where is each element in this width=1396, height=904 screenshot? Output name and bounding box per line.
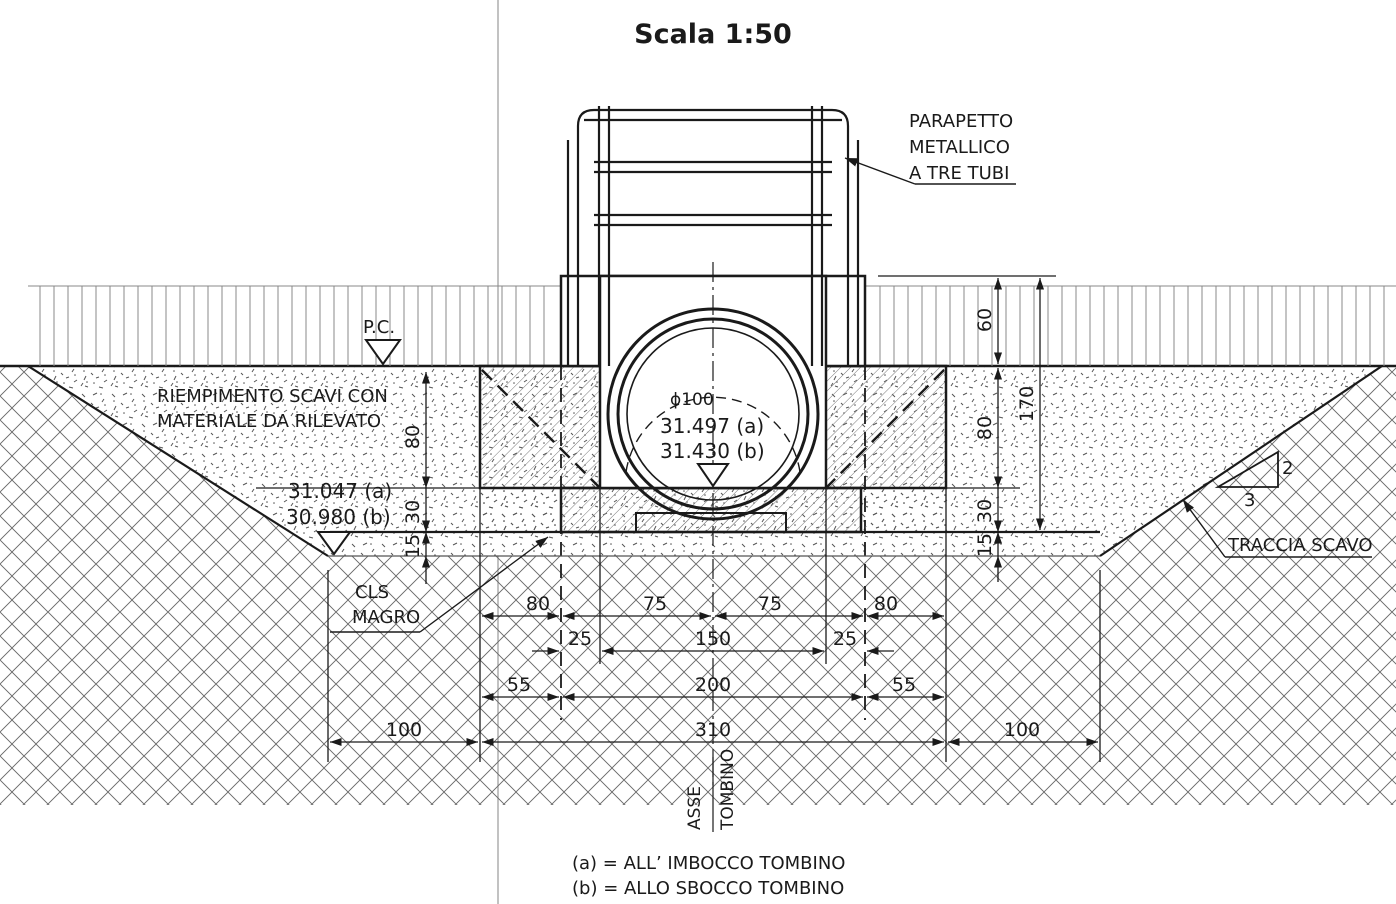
dim-row3-c: 55 <box>892 674 916 696</box>
slope-vertical: 2 <box>1282 458 1293 479</box>
dim-left-80: 80 <box>402 425 424 449</box>
dim-row2-b: 150 <box>695 628 731 650</box>
dim-right-15: 15 <box>974 533 996 557</box>
legend-b: (b) = ALLO SBOCCO TOMBINO <box>572 878 844 899</box>
dim-row4-a: 100 <box>386 719 422 741</box>
dim-right-60: 60 <box>974 308 996 332</box>
dim-row3-b: 200 <box>695 674 731 696</box>
dim-left-15: 15 <box>402 534 424 558</box>
culvert-pipe <box>606 262 820 790</box>
dim-total-170: 170 <box>1016 386 1038 422</box>
axis-label-1: ASSE <box>685 786 705 830</box>
dim-right-80: 80 <box>974 416 996 440</box>
dim-right-30: 30 <box>974 499 996 523</box>
slope-indicator <box>1214 450 1279 488</box>
base-level-b: 30.980 (b) <box>286 505 391 529</box>
dim-row1-b: 75 <box>643 593 667 615</box>
left-vertical-dimensions <box>256 372 480 584</box>
legend: (a) = ALL’ IMBOCCO TOMBINO (b) = ALLO SB… <box>572 853 845 899</box>
dim-row1-a: 80 <box>526 593 550 615</box>
slope-horizontal: 3 <box>1244 490 1255 511</box>
parapet-label-3: A TRE TUBI <box>909 163 1009 184</box>
base-level-a: 31.047 (a) <box>288 479 392 503</box>
leader-lines <box>330 157 1372 633</box>
dim-row2-c: 25 <box>833 628 857 650</box>
backfill-label-1: RIEMPIMENTO SCAVI CON <box>157 386 388 407</box>
backfill-label-2: MATERIALE DA RILEVATO <box>157 411 381 432</box>
pipe-level-a: 31.497 (a) <box>660 414 764 438</box>
dimension-values: 80 30 15 60 80 30 15 170 80 75 75 80 25 … <box>386 308 1040 741</box>
lean-concrete-label-1: CLS <box>355 582 389 603</box>
dim-row3-a: 55 <box>507 674 531 696</box>
parapet-label-2: METALLICO <box>909 137 1010 158</box>
horizontal-dimensions <box>327 488 1101 762</box>
dim-row1-d: 80 <box>874 593 898 615</box>
dim-left-30: 30 <box>402 500 424 524</box>
annotation-labels: PARAPETTO METALLICO A TRE TUBI P.C. RIEM… <box>157 111 1373 832</box>
parapet-label-1: PARAPETTO <box>909 111 1013 132</box>
pipe-level-b: 31.430 (b) <box>660 439 765 463</box>
legend-a: (a) = ALL’ IMBOCCO TOMBINO <box>572 853 845 874</box>
elevation-markers <box>316 339 730 556</box>
ground-level-label: P.C. <box>363 317 395 338</box>
lean-concrete-label-2: MAGRO <box>352 607 420 628</box>
pipe-diameter-label: ϕ100 <box>670 390 714 410</box>
dim-row2-a: 25 <box>568 628 592 650</box>
right-vertical-dimensions <box>878 275 1060 582</box>
dim-row4-c: 100 <box>1004 719 1040 741</box>
metal-railing <box>566 106 860 366</box>
trench-label: TRACCIA SCAVO <box>1227 535 1373 556</box>
dim-row1-c: 75 <box>758 593 782 615</box>
axis-label-2: TOMBINO <box>718 749 738 831</box>
dim-row4-b: 310 <box>695 719 731 741</box>
scale-title: Scala 1:50 <box>634 19 792 50</box>
